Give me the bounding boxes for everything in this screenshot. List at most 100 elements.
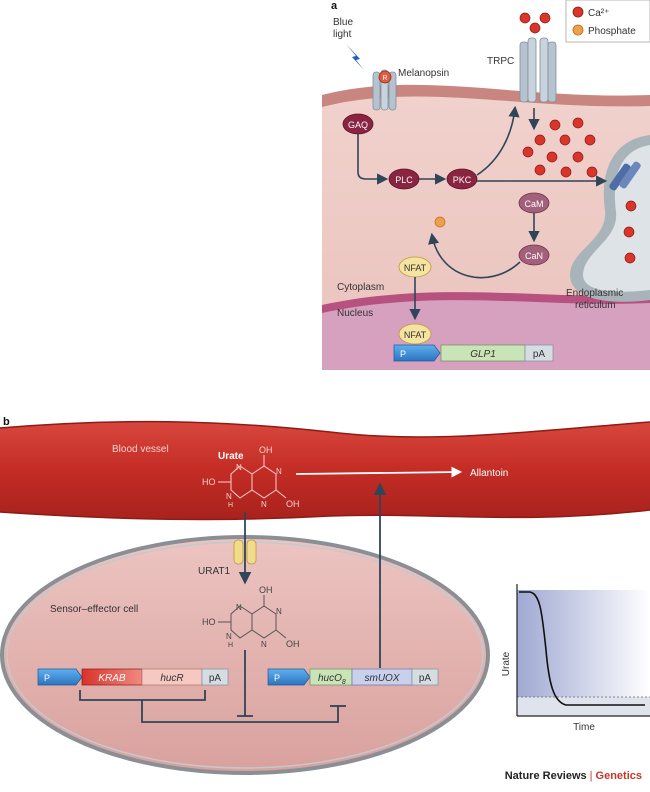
urate-n1: N [236,463,242,472]
pkc-label: PKC [453,175,472,185]
urat1-label: URAT1 [198,566,230,577]
urate-molecule-cell: OH OH HO N N N N H [202,585,300,649]
normal-range-band [517,697,650,716]
legend-calcium-label: Ca²⁺ [588,8,609,19]
phosphate-legend-icon [572,24,584,36]
panel-b: b Blood vessel Urate OH OH HO N N N N H … [0,416,650,775]
hucr-label: hucR [160,673,183,684]
promoter-2-label: P [274,673,280,683]
nfat-nucleus-label: NFAT [404,330,427,340]
cell-urate-oh-right: OH [286,639,300,649]
retinal-chromophore [378,70,392,84]
allantoin-label: Allantoin [470,468,508,479]
lightning-bolt-icon [346,44,364,70]
blue-light-label-1: Blue [333,17,353,28]
melanopsin-label: Melanopsin [398,68,449,79]
cell-urate-n1: N [236,603,242,612]
urate-n4: N [226,492,232,501]
nucleus-label: Nucleus [337,308,373,319]
nfat-promoter [393,344,441,362]
cell-urate-n2: N [276,607,282,616]
cell-urate-h: H [228,642,233,649]
panel-a: a Ca²⁺ Phosphate Blue light R Melanopsin [322,0,650,370]
cam-label: CaM [524,199,543,209]
polya-2 [411,668,439,686]
promoter-label: P [400,349,406,359]
gaq-label: GAQ [348,120,368,130]
panel-a-label: a [331,0,338,12]
cell-urate-ho-left: HO [202,617,216,627]
urate-n2: N [276,467,282,476]
urate-n3: N [261,500,267,509]
legend-phosphate-label: Phosphate [588,26,636,37]
urate-oh-top: OH [259,445,273,455]
urate-label: Urate [218,451,244,462]
hucr-repression-line [141,700,339,723]
hucoa-label: hucO8 [318,673,346,686]
polya-2-label: pA [419,673,432,684]
journal-section: Genetics [595,770,642,782]
cytoplasm-label: Cytoplasm [337,282,384,293]
nfat-label: NFAT [404,263,427,273]
er-label-1: Endoplasmic [566,288,623,299]
krab-label: KRAB [98,673,126,684]
urat1-transporter [233,539,257,565]
phosphate-group [434,216,446,228]
promoter-2 [267,668,311,686]
glp1-label: GLP1 [470,349,496,360]
urate-oh-right: OH [286,499,300,509]
cell-label: Sensor–effector cell [50,604,138,615]
footer-separator: | [589,770,593,782]
cell-urate-n4: N [226,632,232,641]
pkc-node: PKC [446,168,478,190]
trpc-label: TRPC [487,56,514,67]
cell-urate-n3: N [261,640,267,649]
cell-urate-oh-top: OH [259,585,273,595]
promoter-1 [37,668,83,686]
journal-name: Nature Reviews [504,770,587,782]
blood-vessel-label: Blood vessel [112,444,169,455]
panel-b-arrows [79,482,387,723]
hucoa-text: hucO [318,673,342,684]
glp1-construct: P GLP1 pA [393,344,554,362]
calcium-legend-icon [572,6,584,18]
urate-molecule-vessel: Urate OH OH HO N N N N H [202,445,300,509]
polya-1 [201,668,229,686]
panel-a-arrows [357,105,608,321]
can-node: CaN [518,244,550,266]
extracellular-calcium [519,12,551,34]
trpc-channel [519,37,557,103]
plot-area [517,590,650,716]
nfat-cytoplasm-node: NFAT [398,256,432,278]
urate-to-allantoin-arrow [295,466,463,478]
polya-signal [524,344,554,362]
nuclear-membrane [322,292,650,313]
urate-time-plot: Urate Time [501,584,650,733]
er-calcium-channel [609,161,641,191]
melanopsin-receptor: R [372,69,397,111]
polya-1-label: pA [209,673,222,684]
polya-label: pA [533,349,546,360]
blood-vessel [0,421,650,520]
journal-footer: Nature Reviews|Genetics [505,770,642,782]
retinal-symbol: R [382,75,387,82]
cytosolic-calcium [522,117,637,264]
smuox-label: smUOX [365,673,400,684]
plc-label: PLC [395,175,413,185]
krab-hucr-construct: P KRAB hucR pA [37,668,229,686]
urate-ho-left: HO [202,477,216,487]
plot-ylabel: Urate [501,651,512,676]
can-label: CaN [525,251,543,261]
plot-xlabel: Time [573,722,595,733]
hucoa-smuox-construct: P hucO8 smUOX pA [267,668,439,686]
plasma-membrane [322,84,650,107]
panel-b-label: b [3,416,10,428]
nfat-nucleus-node: NFAT [398,323,432,345]
gaq-node: GAQ [342,113,374,135]
urate-curve [519,591,645,706]
urate-h: H [228,502,233,509]
hucoa-subscript: 8 [342,679,346,686]
promoter-1-label: P [44,673,50,683]
er-label-2: reticulum [575,300,616,311]
